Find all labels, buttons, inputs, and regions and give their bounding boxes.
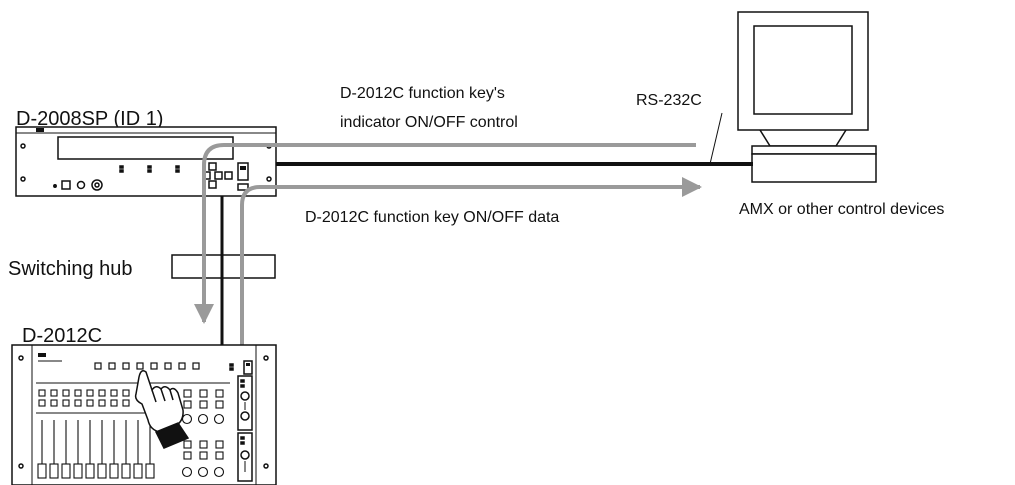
serial-label: RS-232C xyxy=(636,92,702,109)
pointing-hand-icon xyxy=(134,370,190,449)
indicator-control-label-line2: indicator ON/OFF control xyxy=(340,114,518,131)
mixer-main-device xyxy=(15,126,277,197)
serial-leader-line xyxy=(709,112,723,165)
indicator-control-label-line1: D-2012C function key's xyxy=(340,85,505,102)
control-devices-label: AMX or other control devices xyxy=(739,201,944,218)
remote-panel-device xyxy=(11,344,277,485)
mixer-main-label: D-2008SP (ID 1) xyxy=(16,108,163,130)
onoff-data-arrow xyxy=(240,177,702,348)
switching-hub-label: Switching hub xyxy=(8,258,133,280)
indicator-control-arrow xyxy=(194,143,696,324)
remote-panel-label: D-2012C xyxy=(22,325,102,347)
onoff-data-label: D-2012C function key ON/OFF data xyxy=(305,209,559,226)
computer-icon xyxy=(737,11,877,183)
